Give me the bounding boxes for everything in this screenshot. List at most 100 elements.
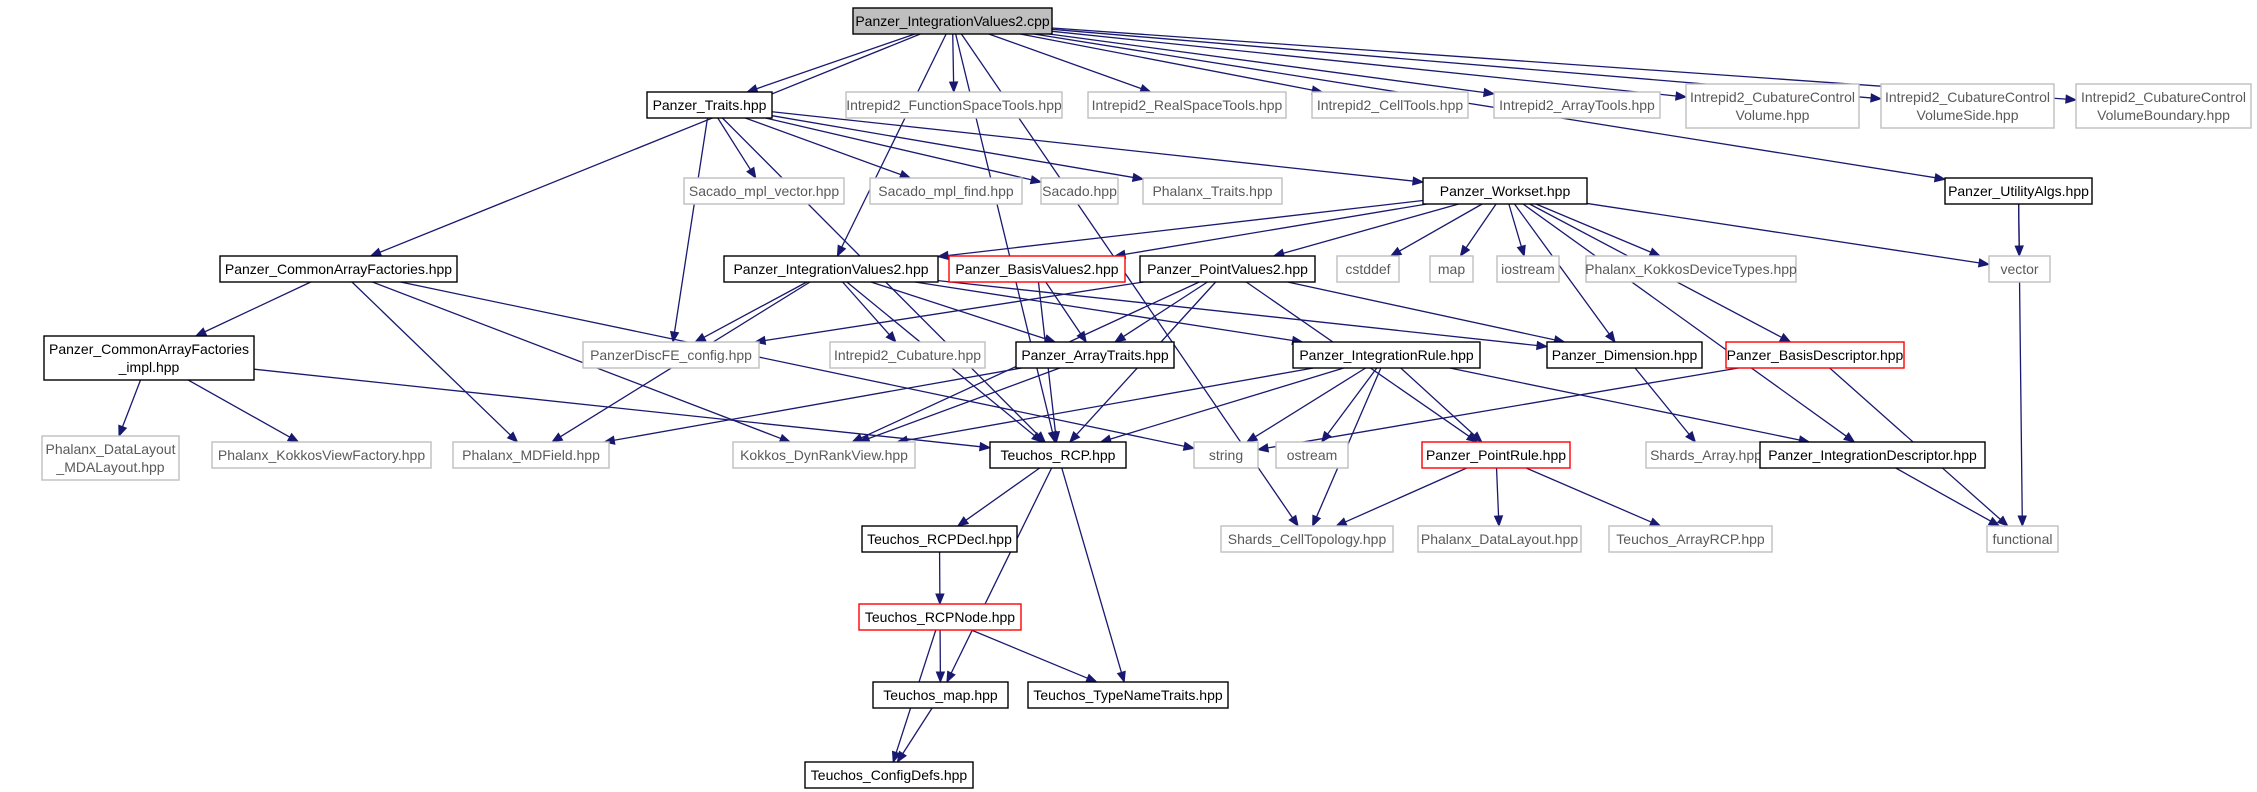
node-traits[interactable]: Panzer_Traits.hpp	[646, 91, 773, 119]
node-i2cub[interactable]: Intrepid2_Cubature.hpp	[829, 341, 986, 369]
node-i2fst[interactable]: Intrepid2_FunctionSpaceTools.hpp	[845, 91, 1063, 119]
node-map[interactable]: map	[1429, 255, 1474, 283]
node-box	[1292, 341, 1481, 369]
node-label: Teuchos_TypeNameTraits.hpp	[1033, 687, 1223, 703]
node-basisdesc[interactable]: Panzer_BasisDescriptor.hpp	[1725, 341, 1905, 369]
node-label: iostream	[1501, 261, 1555, 277]
node-ostream[interactable]: ostream	[1275, 441, 1349, 469]
edge-line	[1283, 203, 1459, 254]
node-sacado[interactable]: Sacado.hpp	[1040, 177, 1119, 205]
edge-arrowhead	[746, 166, 757, 180]
edge-workset-to-dimension	[1513, 203, 1616, 344]
edge-line	[842, 281, 890, 335]
node-box	[1988, 255, 2051, 283]
node-phtraits[interactable]: Phalanx_Traits.hpp	[1142, 177, 1283, 205]
node-box	[1275, 441, 1349, 469]
node-cafimpl[interactable]: Panzer_CommonArrayFactories_impl.hpp	[43, 335, 255, 381]
node-arraytraits[interactable]: Panzer_ArrayTraits.hpp	[1015, 341, 1175, 369]
node-dimension[interactable]: Panzer_Dimension.hpp	[1546, 341, 1703, 369]
node-box	[1546, 341, 1703, 369]
edge-line	[764, 281, 1144, 342]
node-iostream[interactable]: iostream	[1496, 255, 1560, 283]
edge-trcpnode-to-ttnt	[971, 629, 1098, 683]
edge-arrowhead	[369, 247, 383, 257]
edge-arrowhead	[1029, 175, 1043, 185]
node-box	[1142, 177, 1283, 205]
node-label: Panzer_Traits.hpp	[653, 97, 767, 113]
node-pdfe[interactable]: PanzerDiscFE_config.hpp	[582, 341, 760, 369]
node-phkvf[interactable]: Phalanx_KokkosViewFactory.hpp	[211, 441, 432, 469]
node-trcpdecl[interactable]: Teuchos_RCPDecl.hpp	[861, 525, 1018, 553]
edge-arraytraits-to-phmdf	[602, 367, 1022, 445]
edge-arrowhead	[1113, 332, 1127, 343]
edge-iv2-to-dimension	[937, 279, 1549, 351]
node-box	[683, 177, 845, 205]
node-pv2[interactable]: Panzer_PointValues2.hpp	[1139, 255, 1316, 283]
node-tmap[interactable]: Teuchos_map.hpp	[872, 681, 1009, 709]
node-cstddef[interactable]: cstddef	[1336, 255, 1400, 283]
edge-arrowhead	[956, 516, 970, 527]
node-box	[1725, 341, 1905, 369]
edge-trcpnode-to-tmap	[935, 629, 946, 684]
node-utilalgs[interactable]: Panzer_UtilityAlgs.hpp	[1944, 177, 2093, 205]
node-caf[interactable]: Panzer_CommonArrayFactories.hpp	[219, 255, 458, 283]
node-ttnt[interactable]: Teuchos_TypeNameTraits.hpp	[1027, 681, 1229, 709]
edge-pv2-to-dimension	[1287, 281, 1566, 345]
node-phdlmda[interactable]: Phalanx_DataLayout_MDALayout.hpp	[41, 435, 180, 481]
node-i2at[interactable]: Intrepid2_ArrayTools.hpp	[1493, 91, 1661, 119]
edge-arrowhead	[891, 750, 901, 764]
node-i2rst[interactable]: Intrepid2_RealSpaceTools.hpp	[1087, 91, 1287, 119]
edge-line	[717, 117, 751, 170]
node-functional[interactable]: functional	[1986, 525, 2059, 553]
edge-arrowhead	[1389, 246, 1403, 257]
node-kdrv[interactable]: Kokkos_DynRankView.hpp	[732, 441, 916, 469]
node-phkdt[interactable]: Phalanx_KokkosDeviceTypes.hpp	[1585, 255, 1797, 283]
node-phmdf[interactable]: Phalanx_MDField.hpp	[452, 441, 610, 469]
edge-intrule-to-shct	[1312, 367, 1382, 528]
edge-root-to-utilalgs	[1033, 33, 1947, 183]
node-label: Phalanx_KokkosDeviceTypes.hpp	[1585, 261, 1797, 277]
node-label: Sacado_mpl_vector.hpp	[689, 183, 839, 199]
node-vector[interactable]: vector	[1988, 255, 2051, 283]
edge-line	[351, 281, 511, 436]
node-intrule[interactable]: Panzer_IntegrationRule.hpp	[1292, 341, 1481, 369]
node-smf[interactable]: Sacado_mpl_find.hpp	[869, 177, 1023, 205]
node-label: functional	[1993, 531, 2053, 547]
node-bv2[interactable]: Panzer_BasisValues2.hpp	[948, 255, 1126, 283]
node-sharr[interactable]: Shards_Array.hpp	[1645, 441, 1767, 469]
node-label: Panzer_IntegrationValues2.hpp	[733, 261, 928, 277]
node-tarcp[interactable]: Teuchos_ArrayRCP.hpp	[1608, 525, 1773, 553]
edge-line	[1287, 281, 1555, 341]
node-box	[723, 255, 939, 283]
node-i2ccvb[interactable]: Intrepid2_CubatureControlVolumeBoundary.…	[2075, 83, 2252, 129]
node-tcd[interactable]: Teuchos_ConfigDefs.hpp	[804, 761, 974, 789]
node-i2ct[interactable]: Intrepid2_CellTools.hpp	[1311, 91, 1469, 119]
node-iv2[interactable]: Panzer_IntegrationValues2.hpp	[723, 255, 939, 283]
edge-pv2-to-arraytraits	[1113, 281, 1208, 343]
edge-arrowhead	[1648, 517, 1662, 527]
node-box	[582, 341, 760, 369]
edge-line	[1522, 203, 1847, 437]
node-trcpnode[interactable]: Teuchos_RCPNode.hpp	[858, 603, 1022, 631]
node-root[interactable]: Panzer_IntegrationValues2.cpp	[852, 7, 1053, 35]
edge-line	[756, 33, 916, 90]
node-box	[869, 177, 1023, 205]
node-label: Teuchos_ConfigDefs.hpp	[811, 767, 968, 783]
node-box	[1417, 525, 1582, 553]
node-pointrule[interactable]: Panzer_PointRule.hpp	[1421, 441, 1571, 469]
node-label: VolumeSide.hpp	[1917, 107, 2019, 123]
node-string[interactable]: string	[1193, 441, 1259, 469]
node-trcp[interactable]: Teuchos_RCP.hpp	[989, 441, 1127, 469]
node-shct[interactable]: Shards_CellTopology.hpp	[1220, 525, 1394, 553]
node-smv[interactable]: Sacado_mpl_vector.hpp	[683, 177, 845, 205]
node-label: Phalanx_MDField.hpp	[462, 447, 600, 463]
edge-intrule-to-intdesc	[1449, 367, 1811, 445]
node-workset[interactable]: Panzer_Workset.hpp	[1422, 177, 1588, 205]
node-phdl[interactable]: Phalanx_DataLayout.hpp	[1417, 525, 1582, 553]
node-label: Teuchos_ArrayRCP.hpp	[1616, 531, 1765, 547]
node-intdesc[interactable]: Panzer_IntegrationDescriptor.hpp	[1759, 441, 1986, 469]
node-box	[872, 681, 1009, 709]
edge-root-to-i2rst	[988, 33, 1152, 93]
